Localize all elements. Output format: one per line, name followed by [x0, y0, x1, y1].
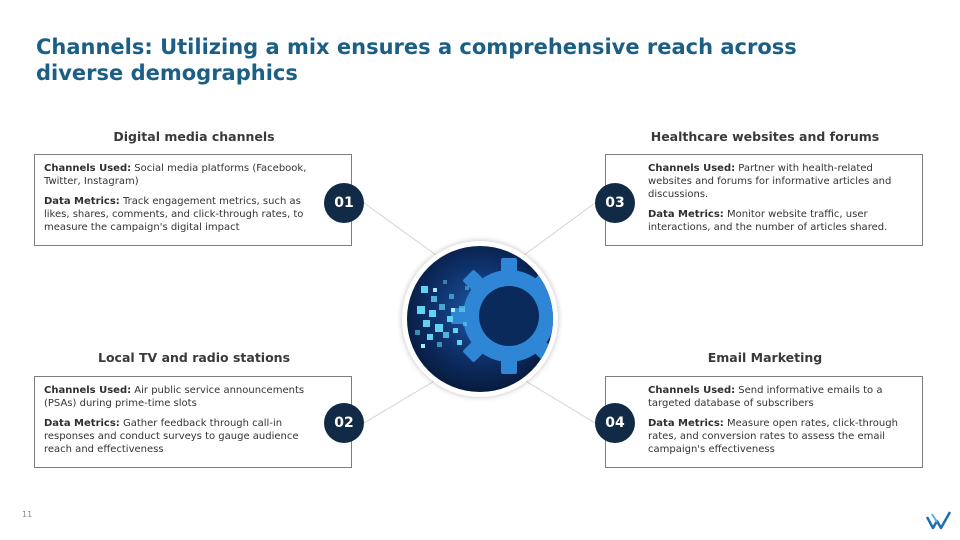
channels-used: Channels Used: Air public service announ…	[44, 384, 311, 410]
metrics-label: Data Metrics:	[648, 209, 724, 220]
channels-text: Social media platforms (Facebook, Twitte…	[44, 163, 307, 187]
channels-text: Partner with health-related websites and…	[648, 163, 892, 200]
channels-label: Channels Used:	[648, 385, 736, 396]
card-healthcare-websites: Channels Used: Partner with health-relat…	[605, 154, 923, 246]
badge-02: 02	[324, 403, 364, 443]
badge-03: 03	[595, 183, 635, 223]
section-title-healthcare-websites: Healthcare websites and forums	[650, 129, 880, 144]
page-title-line-2: diverse demographics	[36, 61, 298, 85]
data-metrics: Data Metrics: Measure open rates, click-…	[648, 417, 914, 456]
metrics-text: Monitor website traffic, user interactio…	[648, 209, 888, 233]
center-hub	[402, 241, 558, 397]
badge-04: 04	[595, 403, 635, 443]
brand-logo-icon	[926, 511, 952, 530]
channels-used: Channels Used: Social media platforms (F…	[44, 162, 311, 188]
page-title: Channels: Utilizing a mix ensures a comp…	[36, 34, 836, 86]
channels-used: Channels Used: Partner with health-relat…	[648, 162, 914, 201]
section-title-digital-media: Digital media channels	[113, 129, 275, 144]
metrics-text: Measure open rates, click-through rates,…	[648, 418, 898, 455]
metrics-label: Data Metrics:	[44, 418, 120, 429]
metrics-text: Gather feedback through call-in response…	[44, 418, 299, 455]
card-email-marketing: Channels Used: Send informative emails t…	[605, 376, 923, 468]
metrics-text: Track engagement metrics, such as likes,…	[44, 196, 304, 233]
channels-used: Channels Used: Send informative emails t…	[648, 384, 914, 410]
digital-gear-icon	[407, 246, 553, 392]
channels-label: Channels Used:	[44, 163, 132, 174]
badge-01: 01	[324, 183, 364, 223]
page-number: 11	[22, 510, 33, 519]
section-title-local-tv-radio: Local TV and radio stations	[97, 350, 291, 365]
section-title-email-marketing: Email Marketing	[707, 350, 823, 365]
channels-text: Send informative emails to a targeted da…	[648, 385, 883, 409]
channels-text: Air public service announcements (PSAs) …	[44, 385, 305, 409]
data-metrics: Data Metrics: Track engagement metrics, …	[44, 195, 311, 234]
card-local-tv-radio: Channels Used: Air public service announ…	[34, 376, 352, 468]
metrics-label: Data Metrics:	[44, 196, 120, 207]
channels-label: Channels Used:	[44, 385, 132, 396]
channels-label: Channels Used:	[648, 163, 736, 174]
data-metrics: Data Metrics: Gather feedback through ca…	[44, 417, 311, 456]
page-title-line-1: Channels: Utilizing a mix ensures a comp…	[36, 35, 797, 59]
data-metrics: Data Metrics: Monitor website traffic, u…	[648, 208, 914, 234]
metrics-label: Data Metrics:	[648, 418, 724, 429]
card-digital-media: Channels Used: Social media platforms (F…	[34, 154, 352, 246]
